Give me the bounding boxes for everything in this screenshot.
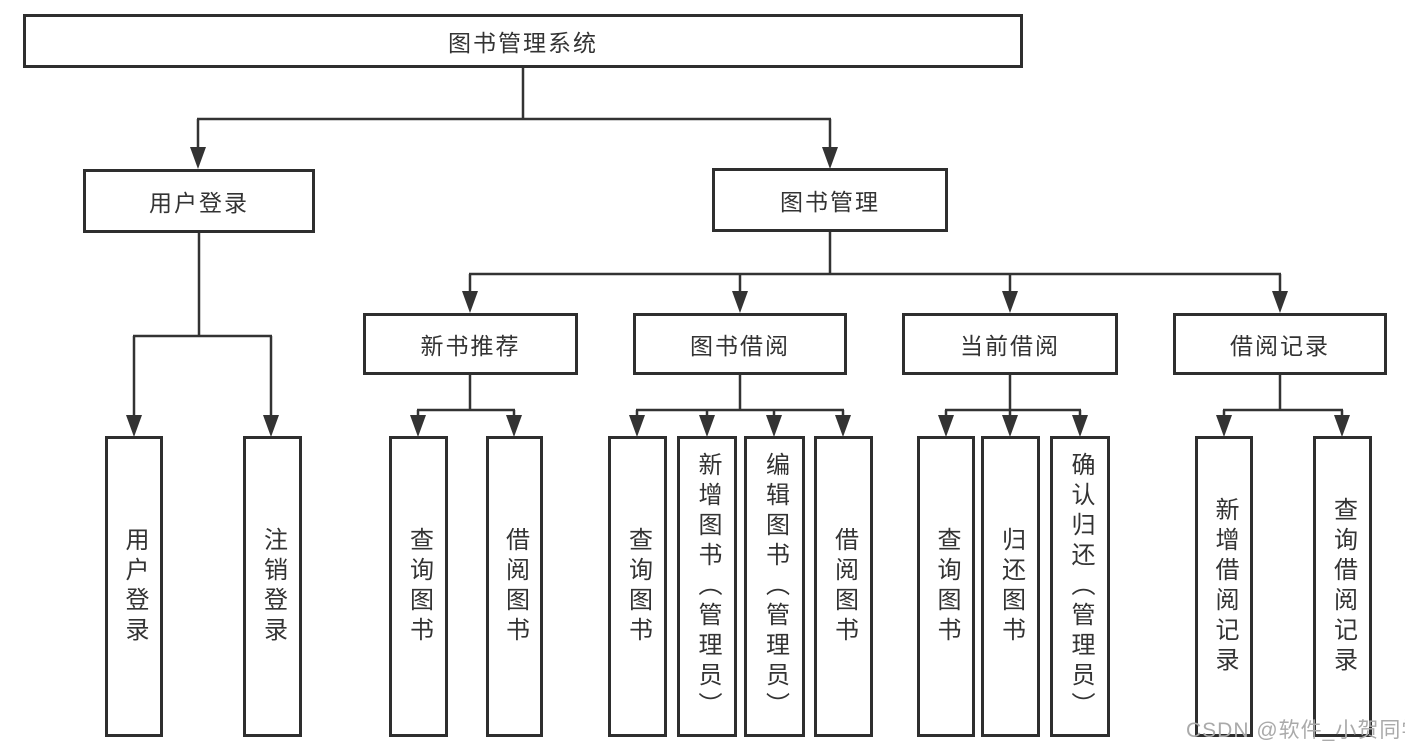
leaf-query-books-current: 查询图书 [917, 436, 975, 737]
leaf-add-borrow-record: 新增借阅记录 [1195, 436, 1253, 737]
node-library-management-system: 图书管理系统 [23, 14, 1023, 68]
node-new-book-recommendation: 新书推荐 [363, 313, 578, 375]
leaf-confirm-return-admin: 确认归还（管理员） [1050, 436, 1110, 737]
node-book-borrowing: 图书借阅 [633, 313, 847, 375]
leaf-borrow-books: 借阅图书 [814, 436, 873, 737]
node-current-borrowing: 当前借阅 [902, 313, 1118, 375]
node-user-login: 用户登录 [83, 169, 315, 233]
node-borrowing-records: 借阅记录 [1173, 313, 1387, 375]
leaf-edit-books-admin: 编辑图书（管理员） [744, 436, 805, 737]
leaf-borrow-books-recommend: 借阅图书 [486, 436, 543, 737]
leaf-query-books-recommend: 查询图书 [389, 436, 448, 737]
leaf-query-borrow-record: 查询借阅记录 [1313, 436, 1372, 737]
leaf-logout: 注销登录 [243, 436, 302, 737]
leaf-query-books-borrow: 查询图书 [608, 436, 667, 737]
leaf-return-books: 归还图书 [981, 436, 1040, 737]
leaf-add-books-admin: 新增图书（管理员） [677, 436, 737, 737]
node-book-management: 图书管理 [712, 168, 948, 232]
leaf-user-login: 用户登录 [105, 436, 163, 737]
